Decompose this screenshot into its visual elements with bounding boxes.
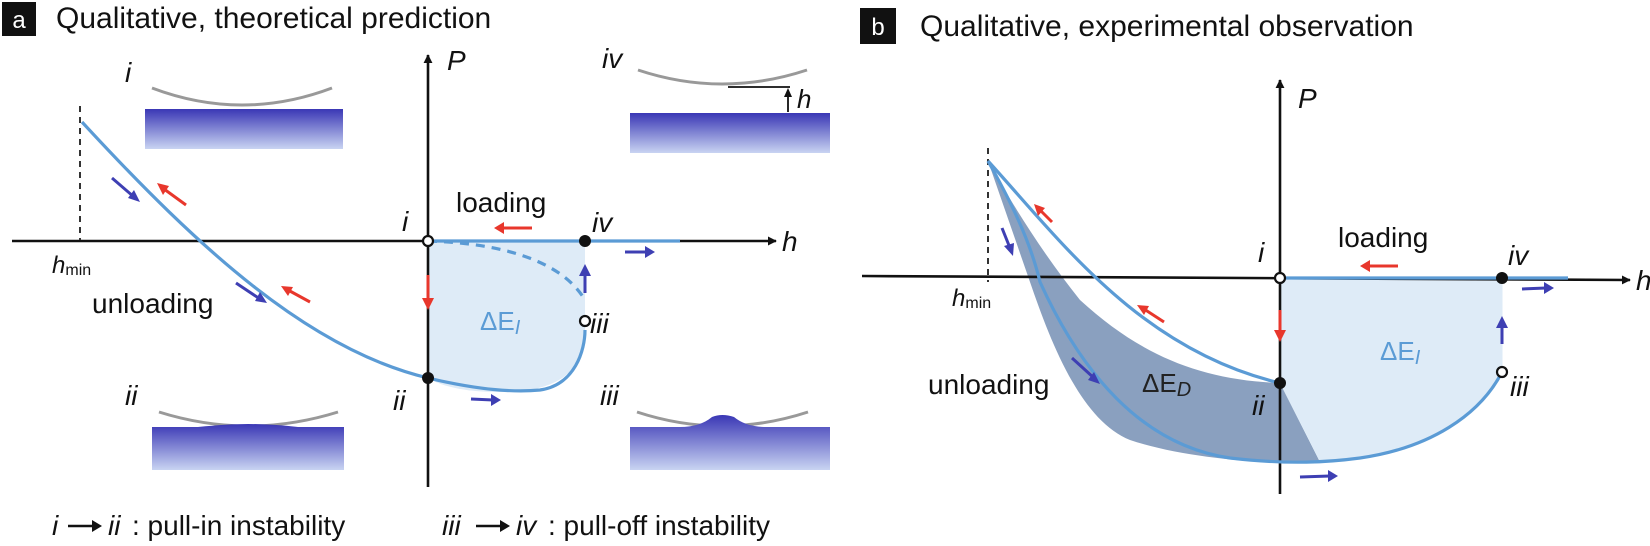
substrate-i bbox=[145, 109, 343, 149]
point-ii-b bbox=[1274, 377, 1286, 389]
point-ii-a bbox=[422, 372, 434, 384]
panel-b-tag: b bbox=[871, 14, 884, 41]
panel-a: a Qualitative, theoretical prediction P … bbox=[2, 2, 830, 541]
arrow-red-2-b bbox=[1137, 305, 1165, 324]
h-axis-label-b: h bbox=[1636, 265, 1650, 296]
point-iv-b bbox=[1496, 272, 1508, 284]
tip-surface-i bbox=[151, 86, 333, 107]
energy-region-i bbox=[1280, 278, 1502, 462]
state-ii-label-a: ii bbox=[393, 385, 406, 416]
substrate-iii bbox=[630, 415, 830, 470]
arrow-red-1-b bbox=[1034, 204, 1054, 224]
gap-arrowhead-iv bbox=[784, 88, 792, 97]
arrow-red-loading-b bbox=[1360, 260, 1398, 272]
arrow-blue-up-a bbox=[579, 264, 591, 293]
hmin-label-a: hmin bbox=[52, 252, 91, 279]
p-axis-label-b: P bbox=[1298, 83, 1317, 114]
legend-pull-off-from: iii bbox=[442, 510, 461, 541]
energy-region-d bbox=[988, 161, 1320, 463]
point-iii-b bbox=[1495, 365, 1509, 379]
loading-label-a: loading bbox=[456, 187, 546, 218]
inset-iii: iii bbox=[600, 380, 830, 470]
inset-ii-label: ii bbox=[125, 380, 138, 411]
state-iv-label-b: iv bbox=[1508, 240, 1530, 271]
arrow-blue-up-b bbox=[1496, 316, 1508, 344]
energy-i-label-b: ΔEI bbox=[1380, 336, 1421, 369]
legend-pull-off: iii iv : pull-off instability bbox=[442, 510, 770, 541]
tip-surface-iv bbox=[637, 68, 808, 86]
inset-i-label: i bbox=[125, 57, 132, 88]
state-iii-label-a: iii bbox=[590, 308, 609, 339]
point-i-b bbox=[1273, 271, 1287, 285]
arrow-blue-2-a bbox=[235, 281, 267, 303]
panel-a-tag-box bbox=[2, 2, 36, 36]
panel-a-tag: a bbox=[12, 7, 26, 34]
h-axis-label-a: h bbox=[782, 226, 798, 257]
arrow-blue-bottom-b bbox=[1299, 470, 1338, 482]
arrow-red-loading-a bbox=[494, 222, 532, 234]
inset-iv-label: iv bbox=[602, 43, 624, 74]
loading-curve-upper-b bbox=[986, 159, 1281, 385]
panel-b-tag-box bbox=[860, 8, 896, 44]
legend-pull-in-from: i bbox=[52, 510, 59, 541]
arrow-red-2-a bbox=[281, 286, 311, 304]
substrate-iv bbox=[630, 113, 830, 153]
arrow-blue-1-b bbox=[1000, 227, 1014, 256]
legend-pull-in-to: ii bbox=[108, 510, 121, 541]
point-i-a bbox=[421, 234, 435, 248]
unloading-label-a: unloading bbox=[92, 288, 213, 319]
loading-label-b: loading bbox=[1338, 222, 1428, 253]
inset-ii: ii bbox=[125, 380, 344, 470]
energy-d-label-b: ΔED bbox=[1142, 368, 1191, 401]
point-iv-a bbox=[579, 235, 591, 247]
arrow-red-down-a bbox=[422, 275, 434, 310]
arrow-blue-2-b bbox=[1070, 356, 1100, 384]
arrow-blue-loading-b bbox=[1521, 282, 1554, 294]
unloading-curve-b bbox=[986, 160, 1504, 464]
arrow-blue-1-a bbox=[111, 176, 140, 202]
inset-iv: iv h bbox=[602, 43, 830, 153]
state-ii-label-b: ii bbox=[1252, 390, 1265, 421]
legend-pull-off-to: iv bbox=[516, 510, 538, 541]
legend-pull-off-text: : pull-off instability bbox=[548, 510, 770, 541]
arrow-blue-bottom-a bbox=[470, 394, 501, 406]
panel-b-title: Qualitative, experimental observation bbox=[920, 10, 1414, 43]
legend-pull-off-arrowhead bbox=[500, 520, 510, 532]
state-iii-label-b: iii bbox=[1510, 371, 1529, 402]
energy-label-a: ΔEI bbox=[480, 306, 521, 339]
inset-iii-label: iii bbox=[600, 380, 619, 411]
legend-pull-in: i ii : pull-in instability bbox=[52, 510, 345, 541]
energy-region-a bbox=[428, 241, 585, 392]
arrow-blue-loading-a bbox=[625, 246, 655, 258]
substrate-ii bbox=[152, 424, 344, 470]
state-i-label-b: i bbox=[1258, 237, 1265, 268]
hmin-label-b: hmin bbox=[952, 285, 991, 312]
inset-i: i bbox=[125, 57, 343, 149]
tip-surface-ii bbox=[158, 410, 339, 428]
legend-pull-in-arrowhead bbox=[92, 520, 102, 532]
panel-a-title: Qualitative, theoretical prediction bbox=[56, 2, 491, 35]
panel-b: b Qualitative, experimental observation … bbox=[860, 8, 1650, 494]
legend-pull-in-text: : pull-in instability bbox=[132, 510, 345, 541]
state-iv-label-a: iv bbox=[592, 207, 614, 238]
p-axis-label-a: P bbox=[447, 45, 466, 76]
arrow-red-1-a bbox=[157, 183, 187, 207]
arrow-red-down-b bbox=[1274, 310, 1286, 342]
inset-h-label: h bbox=[797, 84, 811, 114]
state-i-label-a: i bbox=[402, 206, 409, 237]
unloading-label-b: unloading bbox=[928, 369, 1049, 400]
dashed-curve-a bbox=[427, 239, 587, 301]
point-iii-a bbox=[578, 314, 592, 328]
